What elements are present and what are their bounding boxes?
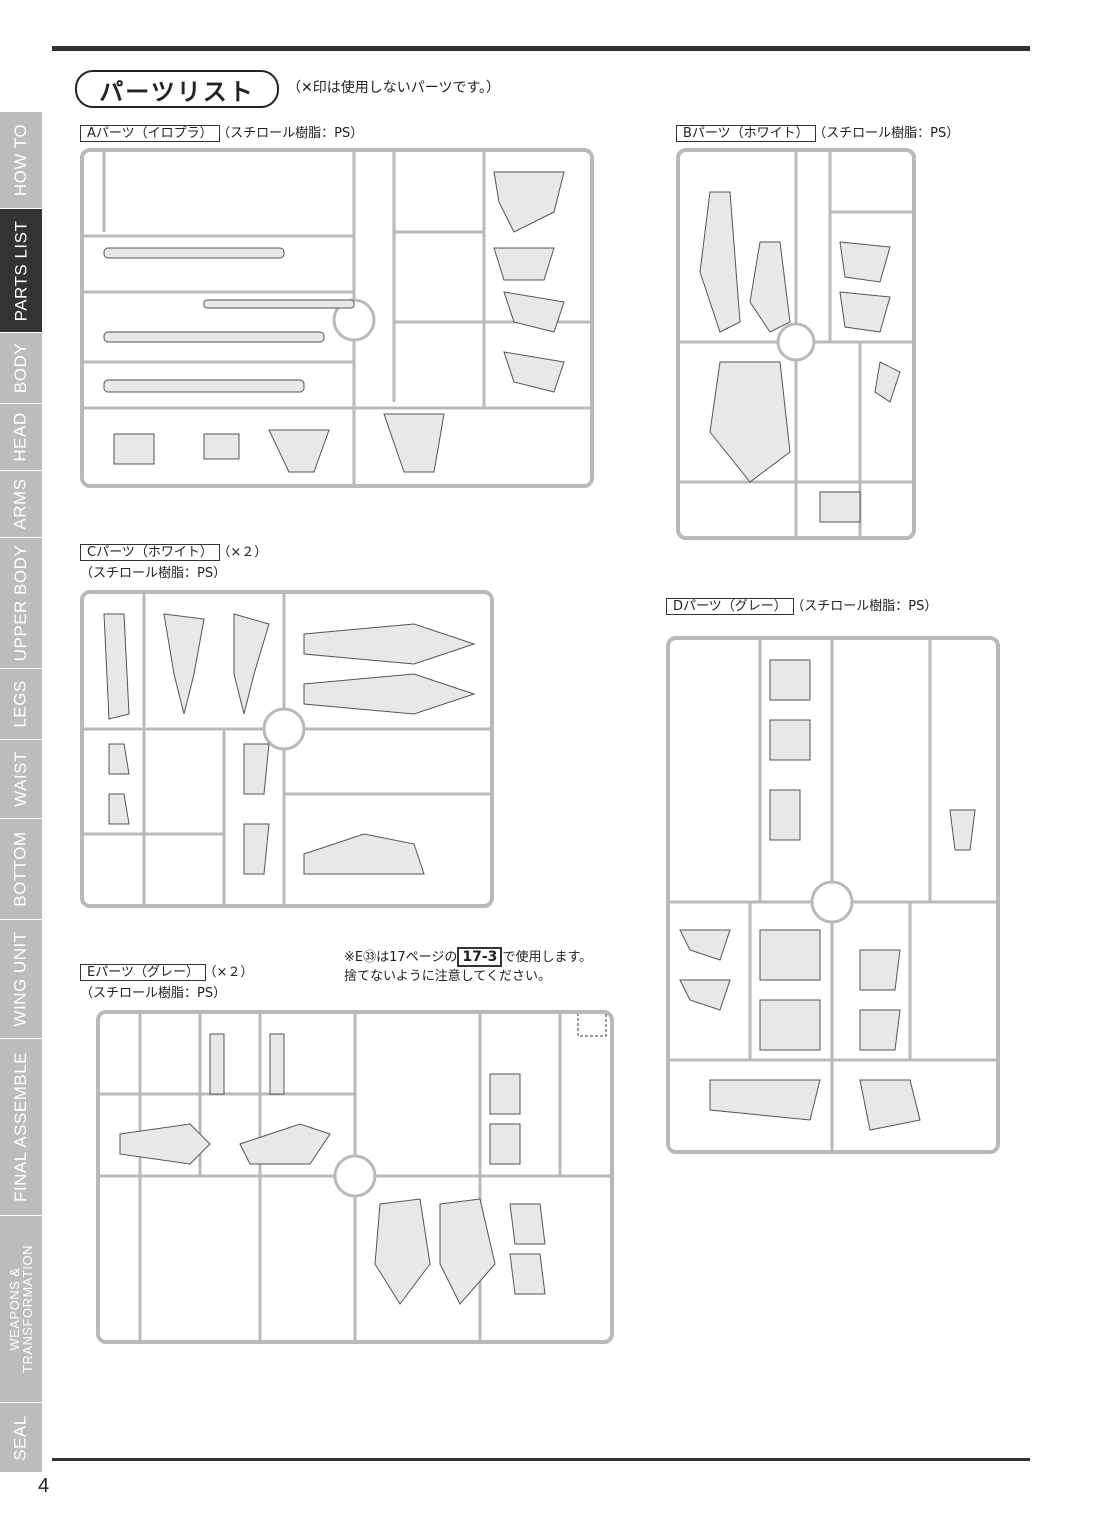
tab-body[interactable]: BODY — [0, 333, 42, 404]
tab-wing-unit[interactable]: WING UNIT — [0, 920, 42, 1039]
sprue-a-runners — [84, 152, 590, 484]
bottom-rule — [52, 1458, 1030, 1461]
sprue-e-material: （スチロール樹脂：PS） — [80, 986, 227, 1001]
sprue-d-frame — [666, 636, 1000, 1154]
page-number: 4 — [38, 1475, 50, 1497]
tab-parts-list[interactable]: PARTS LIST — [0, 209, 42, 333]
sprue-c-frame — [80, 590, 494, 908]
tab-upper-body[interactable]: UPPER BODY — [0, 538, 42, 669]
tab-seal[interactable]: SEAL — [0, 1403, 42, 1473]
sprue-b-runners — [680, 152, 912, 536]
sprue-c-runners — [84, 594, 490, 904]
sprue-a-label: Aパーツ（イロプラ）（スチロール樹脂：PS） — [80, 122, 363, 142]
page-reference: 17-3 — [457, 947, 503, 967]
tab-bottom[interactable]: BOTTOM — [0, 819, 42, 920]
sprue-e-frame — [96, 1010, 614, 1344]
tab-weapons-transformation[interactable]: WEAPONS & TRANSFORMATION — [0, 1216, 42, 1403]
section-sidebar: HOW TO PARTS LIST BODY HEAD ARMS UPPER B… — [0, 112, 42, 1473]
unused-parts-note: （✕印は使用しないパーツです。） — [287, 80, 501, 96]
sprue-b-label: Bパーツ（ホワイト）（スチロール樹脂：PS） — [676, 122, 959, 142]
tab-waist[interactable]: WAIST — [0, 740, 42, 819]
sprue-c-label: Cパーツ（ホワイト）（×２） — [80, 541, 267, 561]
sprue-e-label: Eパーツ（グレー）（×２） — [80, 961, 253, 981]
tab-arms[interactable]: ARMS — [0, 471, 42, 538]
sprue-a-frame — [80, 148, 594, 488]
sprue-d-runners — [670, 640, 996, 1150]
sprue-c-material: （スチロール樹脂：PS） — [80, 566, 227, 581]
top-rule — [52, 46, 1030, 51]
tab-head[interactable]: HEAD — [0, 404, 42, 471]
page-title: パーツリスト — [75, 70, 279, 108]
sprue-e-runners — [100, 1014, 610, 1340]
sprue-d-label: Dパーツ（グレー）（スチロール樹脂：PS） — [666, 595, 937, 615]
sprue-b-frame — [676, 148, 916, 540]
tab-how-to[interactable]: HOW TO — [0, 112, 42, 209]
tab-final-assemble[interactable]: FINAL ASSEMBLE — [0, 1039, 42, 1216]
tab-legs[interactable]: LEGS — [0, 669, 42, 740]
